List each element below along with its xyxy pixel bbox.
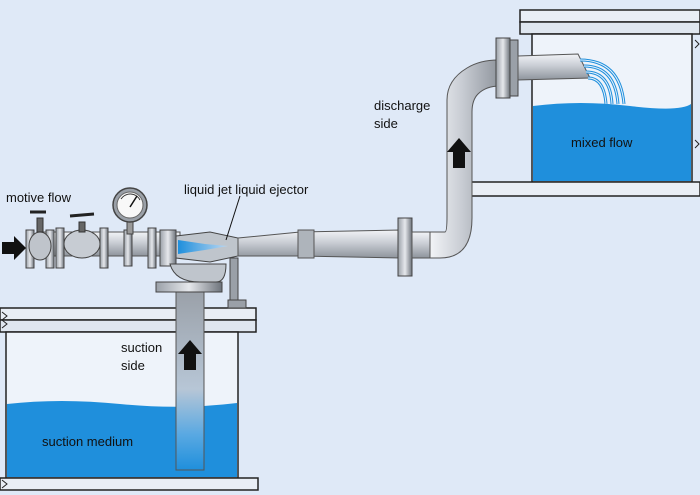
motive-flow-inlet bbox=[25, 227, 181, 269]
discharge-flow-arrow-icon bbox=[447, 138, 471, 168]
motive-flow-arrow-icon bbox=[2, 236, 26, 260]
discharge-side-label-line1: discharge bbox=[374, 98, 431, 113]
suction-pipe bbox=[155, 257, 247, 471]
discharge-side-label-line2: side bbox=[374, 116, 398, 131]
suction-medium-label: suction medium bbox=[42, 434, 134, 449]
ejector-body bbox=[159, 217, 433, 283]
pressure-gauge-icon bbox=[112, 187, 148, 235]
valve-icon bbox=[30, 210, 95, 233]
suction-side-label-line1: suction bbox=[121, 340, 163, 355]
suction-tank bbox=[0, 307, 259, 491]
mixed-flow-label: mixed flow bbox=[571, 135, 633, 150]
ejector-leader-line bbox=[225, 195, 241, 241]
motive-flow-label: motive flow bbox=[6, 190, 72, 205]
suction-side-label-line2: side bbox=[121, 358, 145, 373]
suction-flow-arrow-icon bbox=[178, 340, 202, 370]
ejector-label: liquid jet liquid ejector bbox=[184, 182, 309, 197]
